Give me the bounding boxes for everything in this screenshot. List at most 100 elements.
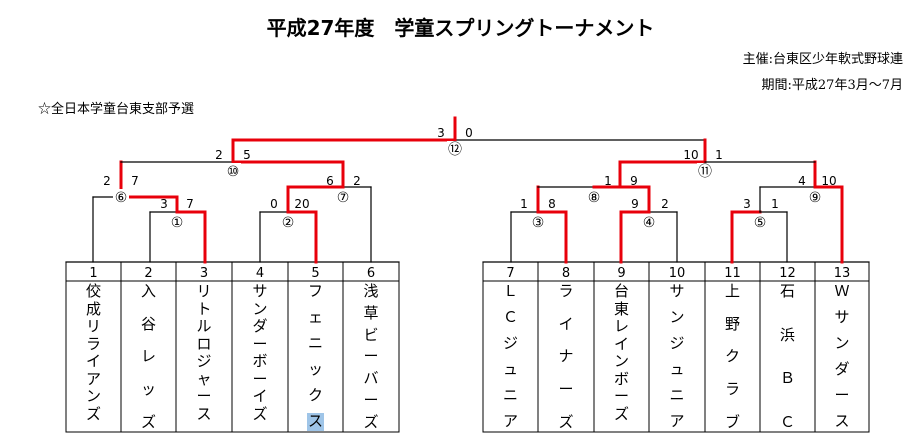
right-score: 7: [131, 174, 139, 188]
right-score: 5: [243, 148, 251, 162]
team-name: 入谷レッズ: [122, 282, 176, 431]
left-score: 0: [270, 197, 278, 211]
team-name-char: Ｃ: [502, 308, 518, 327]
game-label-bg: [113, 189, 129, 204]
right-score: 9: [630, 174, 638, 188]
game-label-bg: [447, 141, 463, 156]
team-name-char: ル: [196, 317, 212, 335]
team-name-char: ラ: [85, 334, 101, 353]
game-label: ⑧: [588, 190, 601, 206]
team-name-char: ン: [613, 352, 629, 370]
left-score: 9: [631, 197, 639, 211]
game-label: ⑤: [754, 215, 767, 231]
team-name-char: イ: [252, 387, 268, 405]
team-number: 13: [834, 266, 851, 281]
team-name: 浅草ビーバーズ: [344, 282, 398, 431]
team-name-char: 上: [724, 282, 740, 300]
team-number: 12: [779, 266, 796, 281]
team-name: リトルロジャース: [177, 282, 231, 431]
team-name-char: ュ: [669, 360, 685, 379]
game-label: ⑩: [227, 164, 240, 180]
team-name-char: ス: [834, 412, 850, 431]
game-label-bg: [586, 189, 602, 204]
team-name-char: ズ: [558, 412, 574, 431]
team-name-char: ズ: [613, 404, 629, 423]
team-name-char: 浜: [779, 325, 795, 344]
team-name-char: ズ: [85, 404, 101, 423]
team-name-char: ズ: [252, 404, 268, 423]
left-score: 6: [326, 174, 334, 188]
team-name-char: ン: [834, 334, 850, 353]
team-name-char: ニ: [307, 334, 323, 353]
team-name-char: ク: [724, 347, 740, 366]
right-score: 7: [186, 197, 194, 211]
right-score: 10: [821, 174, 836, 188]
game-label-bg: [641, 214, 657, 229]
game-label: ⑥: [115, 190, 128, 206]
team-name-char: 東: [613, 299, 629, 318]
team-name-char: Ｌ: [502, 282, 518, 300]
team-name-char: Ｗ: [834, 282, 850, 300]
team-name-char: 石: [779, 282, 795, 300]
left-score: 3: [743, 197, 751, 211]
team-name-char: ャ: [196, 369, 212, 388]
team-name-char: ー: [252, 334, 268, 353]
team-number: 11: [724, 266, 741, 281]
game-label: ⑫: [448, 142, 462, 158]
team-number: 6: [367, 266, 375, 281]
team-name-char: イ: [613, 334, 629, 353]
team-name-char: ク: [307, 386, 323, 405]
team-name-char: Ｃ: [779, 412, 795, 431]
game-label-bg: [169, 214, 185, 229]
team-name-char: ー: [558, 379, 574, 398]
game-label-bg: [225, 163, 241, 178]
organizer-text: 主催:台東区少年軟式野球連: [742, 52, 903, 67]
team-name-char: ボ: [252, 352, 268, 370]
team-name-char: ン: [669, 308, 685, 327]
game-label: ⑦: [337, 190, 350, 206]
team-name-char: バ: [363, 369, 379, 387]
team-name-char: ン: [252, 299, 268, 318]
team-name: サンダーボーイズ: [233, 282, 287, 431]
team-name-char: ン: [85, 387, 101, 405]
team-name-char: ー: [363, 347, 379, 366]
team-name-char: ア: [502, 412, 518, 431]
team-name: 上野クラブ: [706, 282, 760, 431]
team-name: ライナーズ: [539, 282, 593, 431]
team-number: 10: [669, 266, 686, 281]
team-name-char: サ: [669, 282, 685, 300]
team-name: 石浜 Ｂ Ｃ: [761, 282, 815, 431]
team-name: サンジュニア: [650, 282, 704, 431]
team-number: 9: [617, 266, 625, 281]
team-number: 8: [562, 266, 570, 281]
team-name-char: レ: [140, 347, 156, 366]
game-label: ③: [532, 215, 545, 231]
team-name-char: ェ: [307, 308, 323, 327]
game-label: ④: [643, 215, 656, 231]
team-name-char: 佼: [85, 282, 101, 300]
right-score: 8: [548, 197, 556, 211]
team-name-char: リ: [196, 282, 212, 300]
left-score: 4: [798, 174, 806, 188]
left-score: 2: [215, 148, 223, 162]
team-name-char: ー: [252, 369, 268, 388]
team-name-char: リ: [85, 317, 101, 335]
note-text: ☆全日本学童台東支部予選: [38, 102, 195, 117]
team-name-char: フ: [307, 282, 323, 300]
team-name-char: Ｂ: [779, 369, 795, 387]
team-name-char: ジ: [669, 334, 685, 353]
team-name-char: ナ: [558, 347, 574, 366]
team-name-char: ラ: [558, 282, 574, 300]
team-number: 1: [89, 266, 97, 281]
team-name-char: 浅: [363, 282, 379, 300]
team-name-char: イ: [558, 314, 574, 333]
team-name: 佼成リライアンズ: [67, 282, 121, 431]
right-score: 2: [661, 197, 669, 211]
team-number: 7: [506, 266, 514, 281]
left-score: 1: [604, 174, 612, 188]
team-name-char: ー: [834, 386, 850, 405]
period-text: 期間:平成27年3月～7月: [761, 78, 903, 93]
